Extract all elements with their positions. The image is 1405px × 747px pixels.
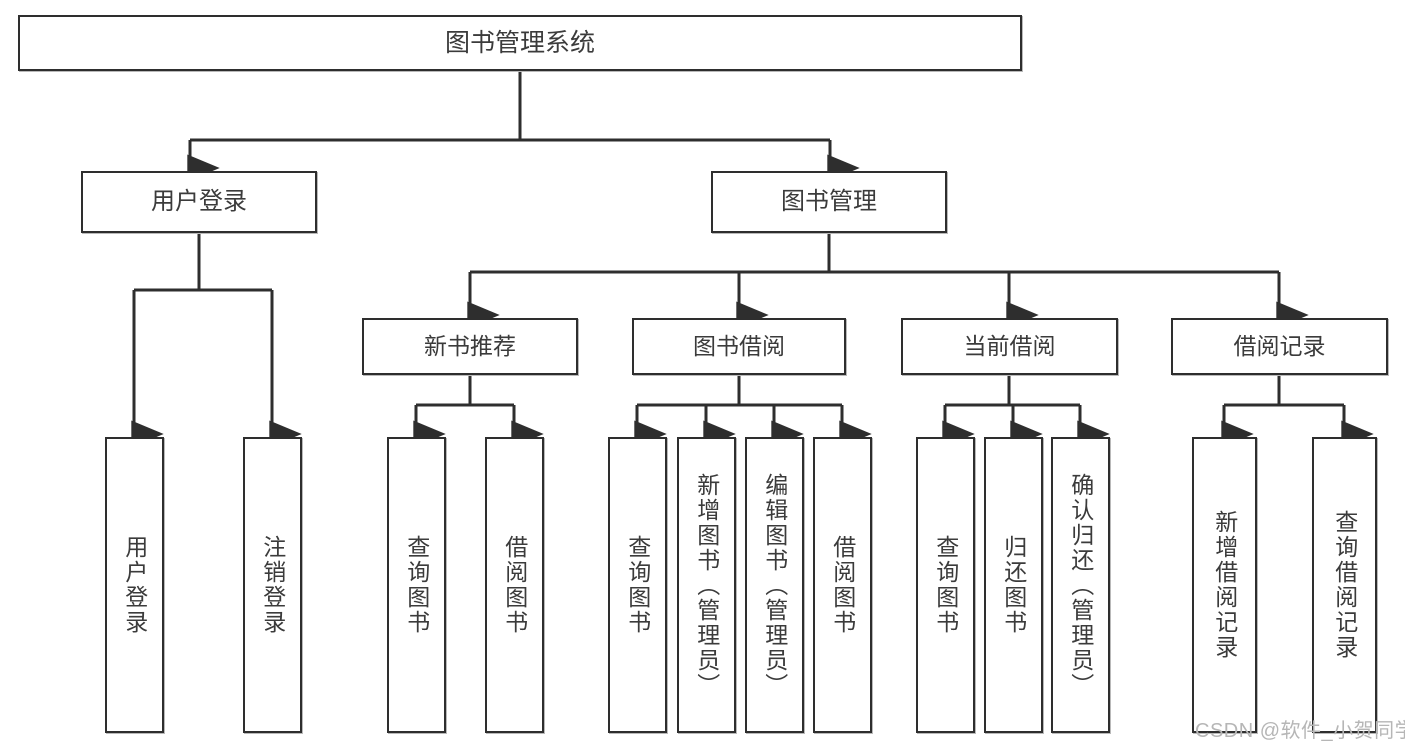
node-leaf-query-book-2[interactable]: 查询图书 [608,437,667,733]
node-leaf-borrow-book-1[interactable]: 借阅图书 [485,437,544,733]
node-leaf-borrow-book-2[interactable]: 借阅图书 [813,437,872,733]
node-root-label: 图书管理系统 [444,28,595,57]
node-leaf-user-login-label: 用户登录 [121,535,148,635]
node-leaf-query-record-label: 查询借阅记录 [1331,510,1358,660]
node-leaf-query-book-2-label: 查询图书 [624,535,651,635]
node-new-book-recommend-label: 新书推荐 [424,333,516,360]
node-leaf-add-record[interactable]: 新增借阅记录 [1192,437,1257,733]
node-book-borrow-label: 图书借阅 [693,333,785,360]
node-book-manage[interactable]: 图书管理 [711,171,947,233]
node-root[interactable]: 图书管理系统 [18,15,1022,71]
node-leaf-query-book-3[interactable]: 查询图书 [916,437,975,733]
node-book-borrow[interactable]: 图书借阅 [632,318,846,375]
node-leaf-add-record-label: 新增借阅记录 [1211,510,1238,660]
node-leaf-return-book[interactable]: 归还图书 [984,437,1043,733]
node-leaf-query-book-3-label: 查询图书 [932,535,959,635]
node-borrow-record[interactable]: 借阅记录 [1171,318,1388,375]
node-current-borrow[interactable]: 当前借阅 [901,318,1118,375]
node-leaf-confirm-return-label: 确认归还（管理员） [1067,472,1094,698]
csdn-watermark: CSDN @软件_小贺同学 [1195,714,1405,743]
node-leaf-logout-label: 注销登录 [259,535,286,635]
node-leaf-edit-book-label: 编辑图书（管理员） [761,472,788,698]
node-new-book-recommend[interactable]: 新书推荐 [362,318,578,375]
node-book-manage-label: 图书管理 [781,188,877,216]
node-borrow-record-label: 借阅记录 [1233,333,1326,360]
csdn-watermark-text: CSDN @软件_小贺同学 [1195,720,1405,742]
node-leaf-borrow-book-2-label: 借阅图书 [829,535,856,635]
node-leaf-borrow-book-1-label: 借阅图书 [501,535,528,635]
node-current-borrow-label: 当前借阅 [963,333,1056,360]
node-leaf-query-record[interactable]: 查询借阅记录 [1312,437,1377,733]
node-leaf-user-login[interactable]: 用户登录 [105,437,164,733]
node-leaf-add-book[interactable]: 新增图书（管理员） [677,437,736,733]
node-user-login[interactable]: 用户登录 [81,171,317,233]
node-leaf-query-book-1-label: 查询图书 [403,535,430,635]
node-leaf-logout[interactable]: 注销登录 [243,437,302,733]
node-leaf-add-book-label: 新增图书（管理员） [693,472,720,698]
node-user-login-label: 用户登录 [151,188,247,216]
node-leaf-edit-book[interactable]: 编辑图书（管理员） [745,437,804,733]
node-leaf-query-book-1[interactable]: 查询图书 [387,437,446,733]
node-leaf-confirm-return[interactable]: 确认归还（管理员） [1051,437,1110,733]
node-leaf-return-book-label: 归还图书 [1000,535,1027,635]
